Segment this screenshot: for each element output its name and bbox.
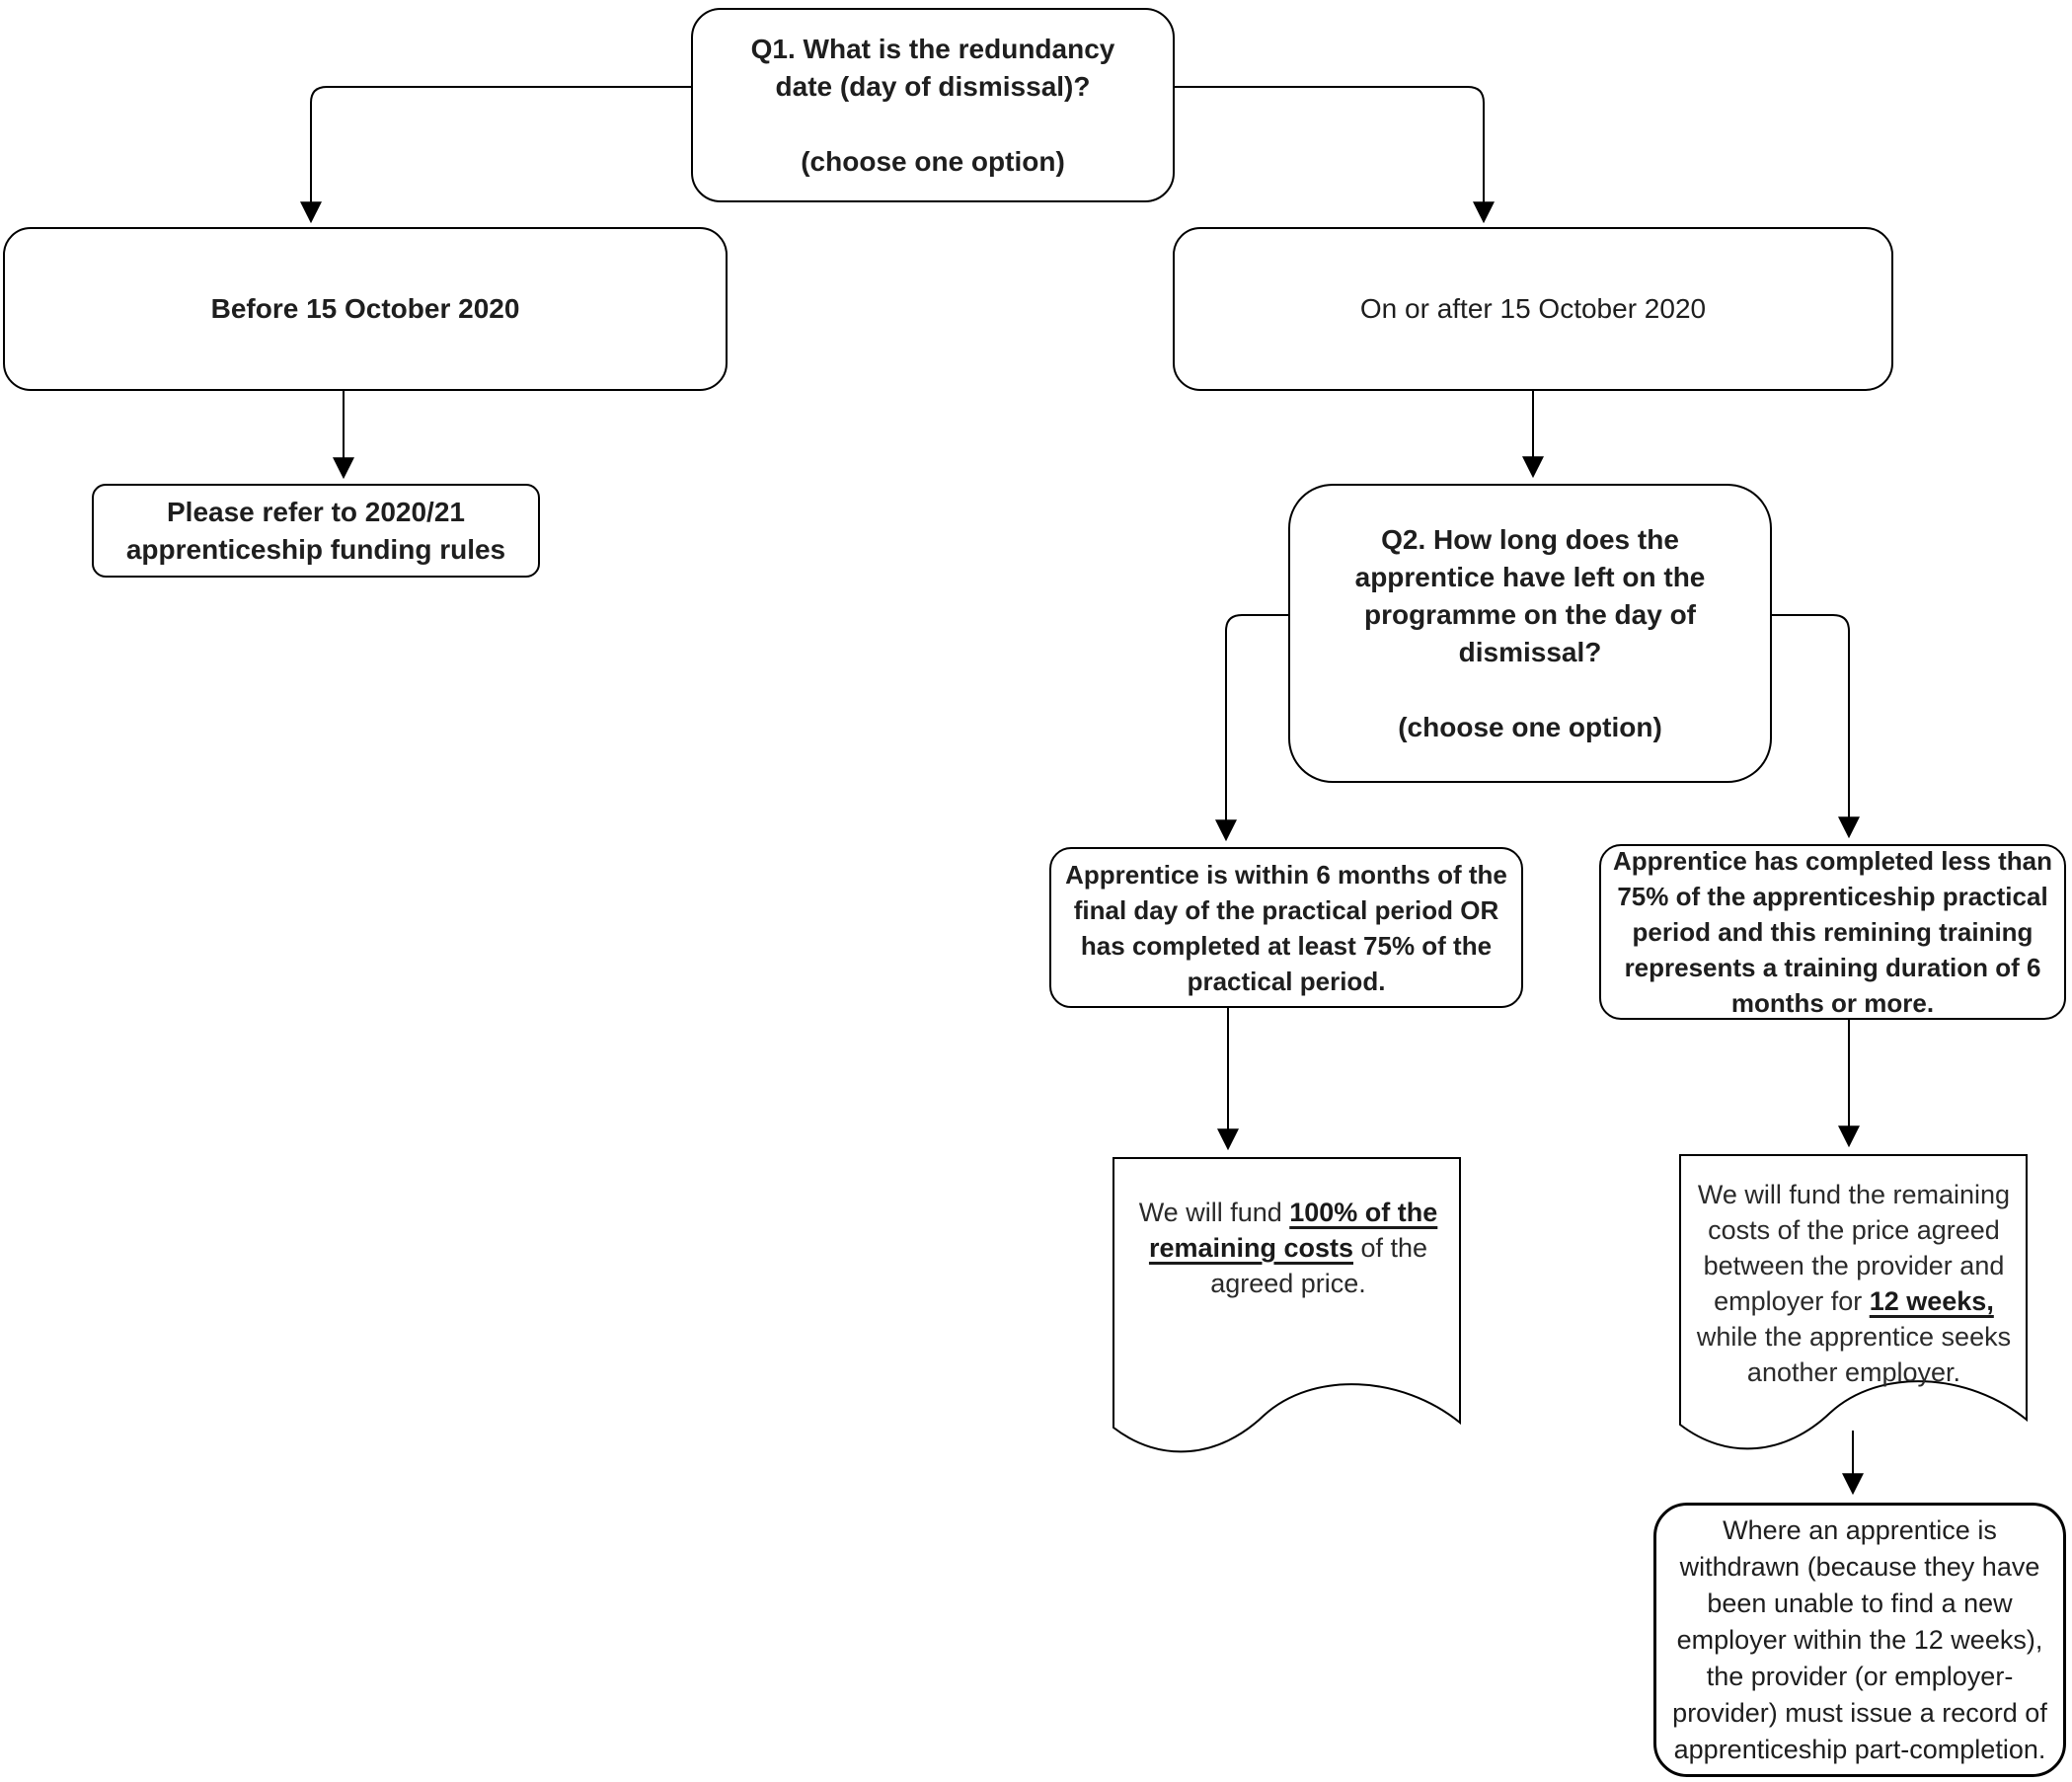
before-label: Before 15 October 2020 [210,293,520,324]
node-option-within-6-months: Apprentice is within 6 months of the fin… [1049,847,1523,1008]
node-q2-time-left: Q2. How long does the apprentice have le… [1288,484,1772,783]
edge-q1-to-after [1173,86,1495,224]
node-option-less-than-75: Apprentice has completed less than 75% o… [1599,844,2066,1020]
option-less-label: Apprentice has completed less than 75% o… [1612,846,2052,1018]
document-shape-fund12 [1679,1154,2028,1450]
q1-title: Q1. What is the redundancy date (day of … [750,33,1115,102]
withdrawn-label: Where an apprentice is withdrawn (becaus… [1672,1514,2047,1764]
edge-q2-to-less [1772,614,1860,839]
node-withdrawn-part-completion: Where an apprentice is withdrawn (becaus… [1653,1503,2066,1777]
document-shape-fund100 [1113,1157,1461,1453]
edge-q1-to-before [300,86,691,224]
node-refer-2020-21-rules: Please refer to 2020/21 apprenticeship f… [92,484,540,578]
option-within-label: Apprentice is within 6 months of the fin… [1065,859,1507,996]
q1-choose-hint: (choose one option) [801,145,1065,177]
document-fund100-text: We will fund 100% of the remaining costs… [1125,1195,1451,1301]
fund100-text-emphasis: 100% of the remaining costs [1148,1198,1438,1263]
edge-q2-to-within [1215,614,1288,842]
after-label: On or after 15 October 2020 [1359,293,1707,324]
refer-label: Please refer to 2020/21 apprenticeship f… [125,496,506,565]
fund100-text-after: of the agreed price. [1210,1233,1428,1298]
q2-title: Q2. How long does the apprentice have le… [1354,523,1706,667]
node-q1-redundancy-date: Q1. What is the redundancy date (day of … [691,8,1175,202]
node-on-or-after-15-october: On or after 15 October 2020 [1173,227,1893,391]
fund12-text-before: We will fund the remaining costs of the … [1697,1180,2011,1316]
q2-choose-hint: (choose one option) [1398,711,1662,742]
fund12-text-emphasis: 12 weeks, [1869,1286,1994,1316]
node-before-15-october: Before 15 October 2020 [3,227,728,391]
fund100-text-before: We will fund [1138,1198,1290,1227]
document-fund12-text: We will fund the remaining costs of the … [1688,1177,2020,1390]
fund12-text-after: while the apprentice seeks another emplo… [1696,1322,2012,1387]
